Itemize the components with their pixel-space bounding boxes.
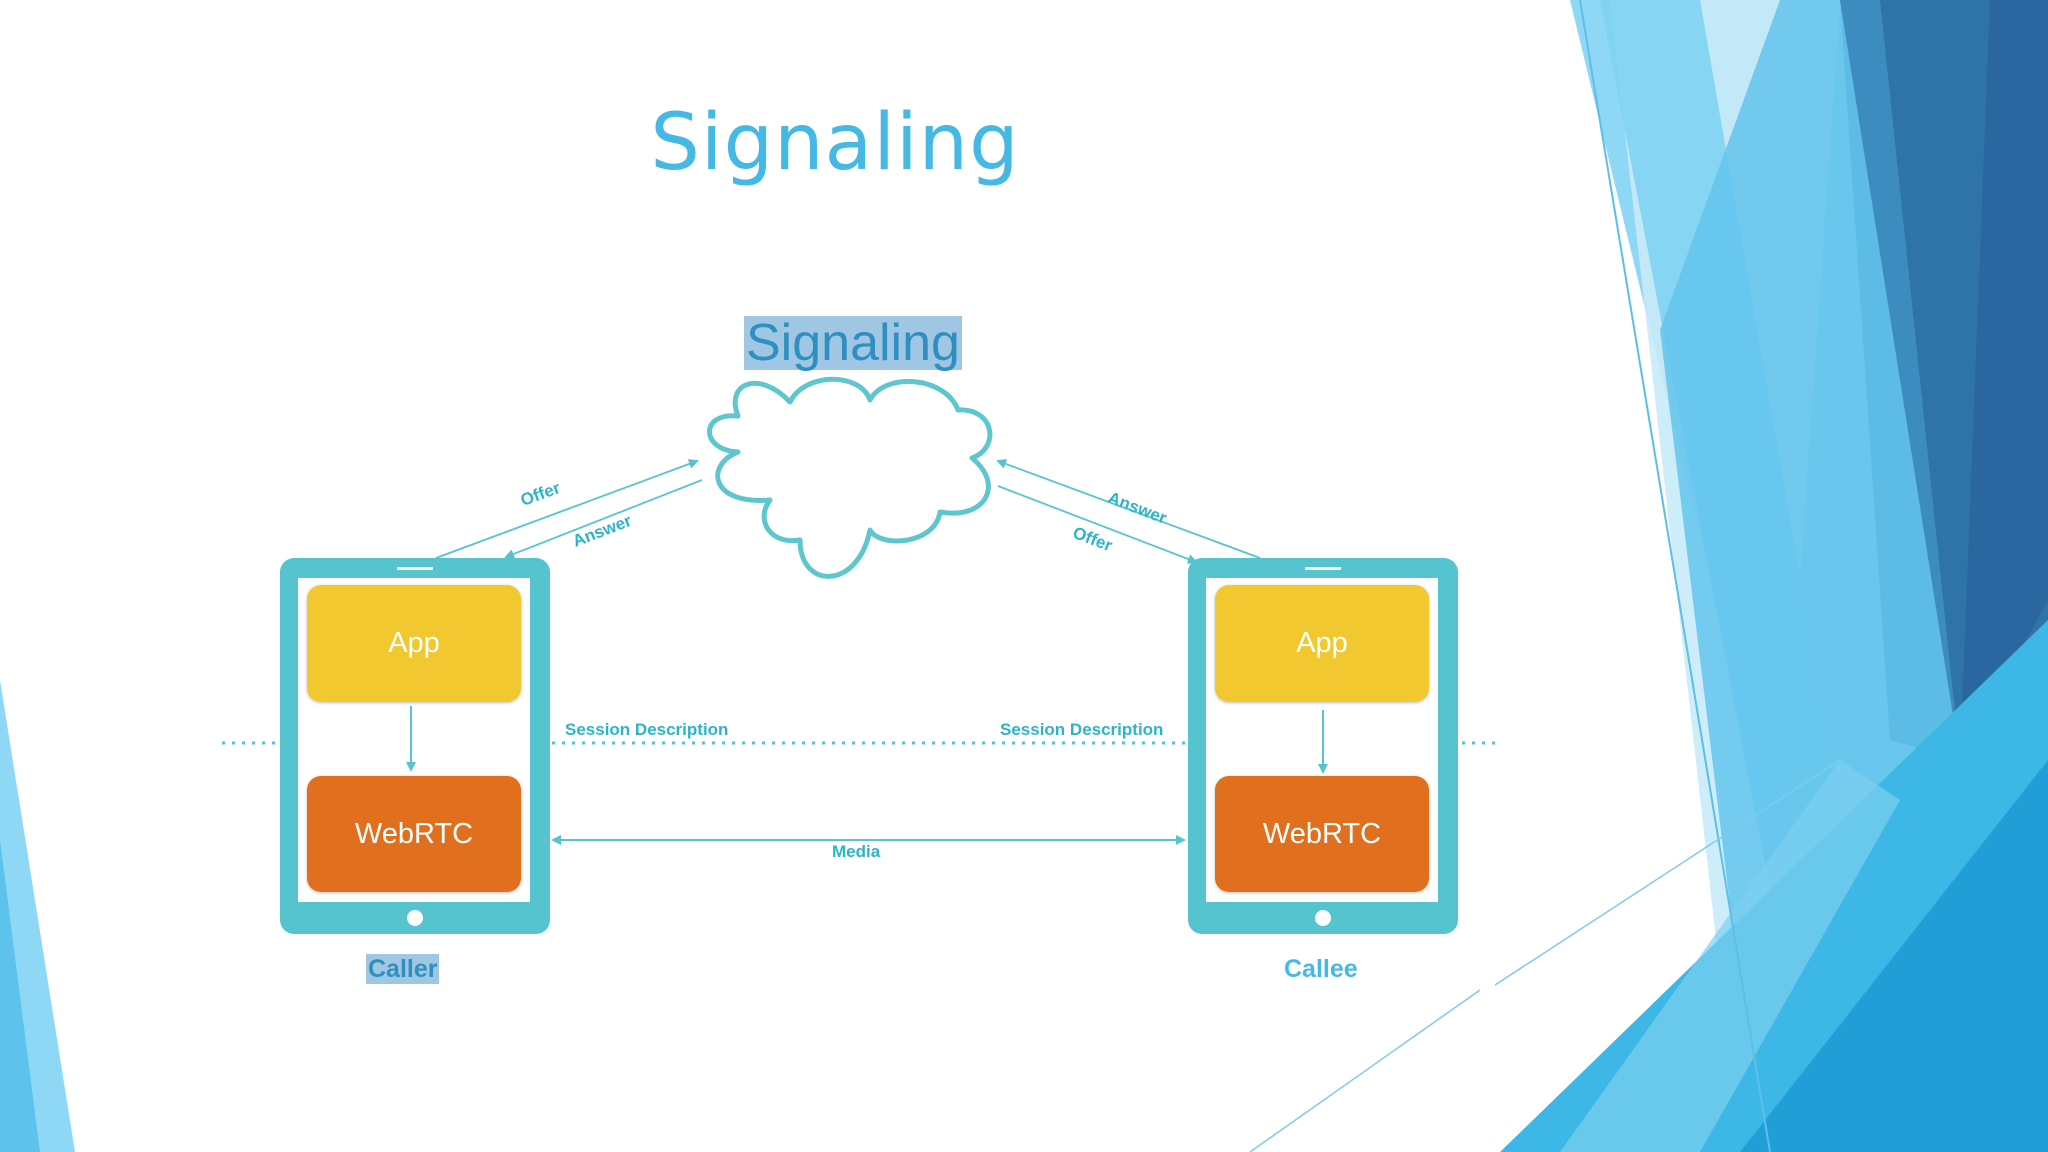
bg-line-3: [1494, 759, 1841, 986]
session-description-left-label: Session Description: [565, 720, 729, 739]
caller-app-box: App: [307, 585, 521, 702]
bg-facet-bottom-light: [1560, 760, 1900, 1152]
caller-offer-arrow: [435, 459, 699, 559]
callee-webrtc-box: WebRTC: [1215, 776, 1429, 892]
callee-answer-arrow: [996, 459, 1261, 559]
caller-speaker: [397, 567, 433, 570]
caller-answer-arrow: [504, 479, 703, 559]
signaling-cloud: [707, 376, 993, 579]
caller-name: Caller: [366, 954, 440, 984]
session-description-right-label: Session Description: [1000, 720, 1164, 739]
bg-line-2: [1249, 989, 1481, 1152]
callee-app-box: App: [1215, 585, 1429, 702]
callee-speaker: [1305, 567, 1341, 570]
signaling-server-label: Signaling: [744, 314, 962, 372]
callee-home-button: [1315, 910, 1331, 926]
bg-facet-bottom-dark: [1740, 760, 2048, 1152]
callee-offer-arrow: [997, 485, 1198, 564]
bg-line-1: [1579, 0, 1771, 1152]
caller-webrtc-box: WebRTC: [307, 776, 521, 892]
bg-facet-deep: [1960, 0, 2048, 760]
bg-facet-left-dark: [0, 840, 40, 1152]
slide-title: Signaling: [650, 98, 1020, 188]
callee-name: Callee: [1284, 955, 1358, 983]
caller-home-button: [407, 910, 423, 926]
media-label: Media: [832, 842, 881, 861]
